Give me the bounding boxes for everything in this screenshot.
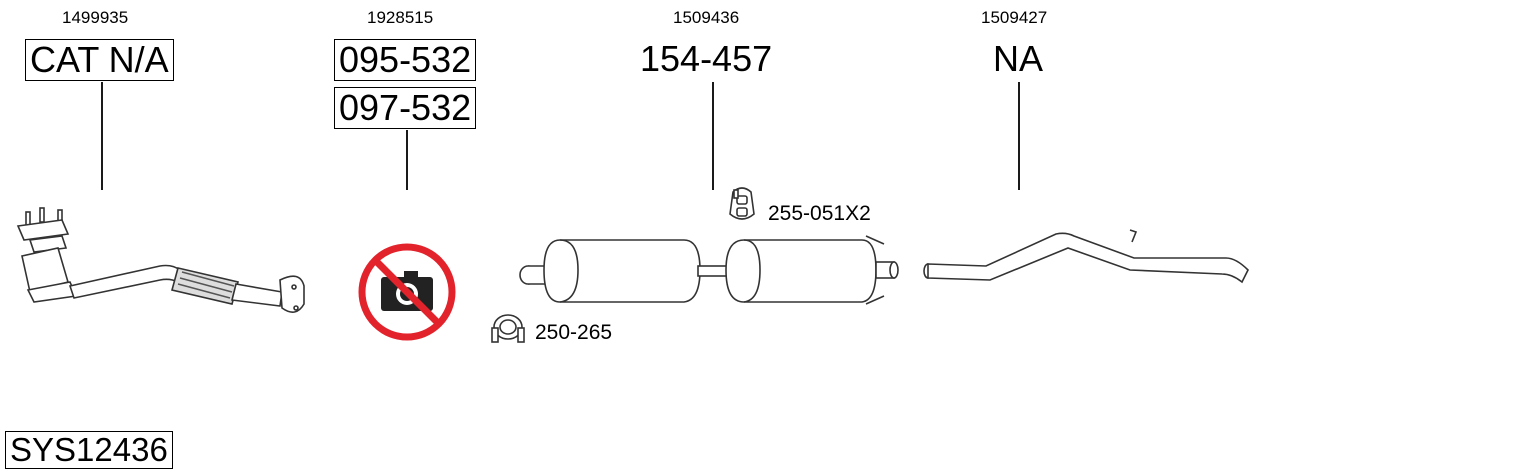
tail-pipe-icon[interactable] [923, 229, 1249, 284]
system-code: SYS12436 [5, 431, 173, 469]
accessory-label-clamp[interactable]: 250-265 [535, 321, 613, 344]
hanger-icon[interactable] [729, 187, 755, 220]
part-code-1509427: 1509427 [981, 8, 1048, 27]
catalytic-converter-icon[interactable] [16, 207, 305, 313]
accessory-label-hanger[interactable]: 255-051X2 [768, 202, 871, 225]
part-code-1928515: 1928515 [367, 8, 434, 27]
part-code-1499935: 1499935 [62, 8, 129, 27]
part-code-1509436: 1509436 [673, 8, 740, 27]
no-image-icon [358, 243, 456, 341]
part-number-097-532[interactable]: 097-532 [334, 87, 477, 129]
silencer-assembly-icon[interactable] [519, 235, 899, 305]
part-number-095-532[interactable]: 095-532 [334, 39, 477, 81]
part-number-na[interactable]: NA [993, 38, 1044, 79]
part-number-cat-na[interactable]: CAT N/A [25, 39, 174, 81]
part-number-154-457[interactable]: 154-457 [640, 38, 773, 79]
clamp-icon[interactable] [491, 314, 525, 343]
